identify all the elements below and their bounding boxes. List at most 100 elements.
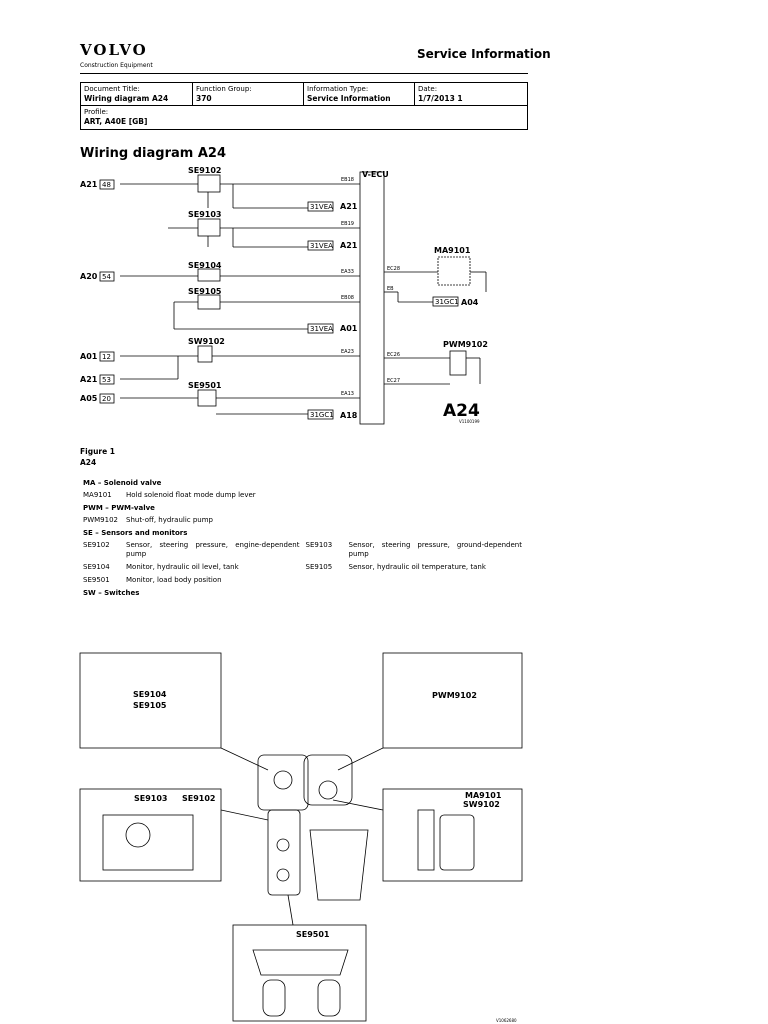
legend-code: SE9103 [305,541,333,549]
legend-category-se: SE – Sensors and monitors [83,529,188,537]
component-ma9101: MA9101 [434,246,471,255]
target-31vea-2-label: 31VEA [310,242,333,250]
legend-desc: Sensor, hydraulic oil temperature, tank [348,563,486,571]
legend-category-ma: MA – Solenoid valve [83,479,162,487]
switch-sw9102-box [197,345,213,363]
diagram-code: V1100199 [459,419,480,424]
ref-48: 48 [102,181,111,189]
ref-54-box [99,271,115,282]
legend-category-sw: SW – Switches [83,589,140,597]
target-a21-2: A21 [340,241,358,250]
target-31gc1-1 [307,409,334,420]
ref-a01: A01 [80,352,98,361]
figure-name: A24 [80,458,97,467]
detail-sketch-right [417,809,475,871]
component-pwm9102: PWM9102 [443,340,488,349]
machine-sketch [257,754,369,901]
pin-eb18: EB18 [341,177,354,183]
component-se9102: SE9102 [188,166,222,175]
legend-code: SE9501 [83,576,110,584]
date-label: Date: [418,85,438,93]
legend-code: PWM9102 [83,516,118,524]
ref-54: 54 [102,273,111,281]
legend-desc: Monitor, hydraulic oil level, tank [126,563,239,571]
ref-20: 20 [102,395,111,403]
target-31vea-1-label: 31VEA [310,203,333,211]
callout-label-se9501: SE9501 [296,930,330,939]
target-a01: A01 [340,324,358,333]
valve-pwm9102-box [449,350,467,376]
legend-row: SE9501 Monitor, load body position [83,576,528,585]
legend-desc: Hold solenoid float mode dump lever [126,491,256,499]
figure-label: Figure 1 [80,447,116,456]
vecu-box [359,171,385,425]
component-se9104: SE9104 [188,261,222,270]
legend-code: MA9101 [83,491,112,499]
ref-a21-3: A21 [80,375,98,384]
pin-eb08: EB08 [341,295,354,301]
ref-12-box [99,351,115,362]
callout-label-sw9102: SW9102 [463,800,500,809]
legend-row: PWM9102 Shut-off, hydraulic pump [83,516,528,525]
target-a21-1: A21 [340,202,358,211]
target-31gc1-2-label: 31GC1 [435,298,459,306]
target-31vea-2 [307,240,334,251]
profile-cell: Profile: ART, A40E [GB] [80,105,528,130]
service-info-heading: Service Information [417,47,551,61]
callout-box-ma9101-sw9102 [382,788,523,882]
function-group-cell: Function Group: 370 [192,82,304,106]
pin-eb19: EB19 [341,221,354,227]
component-se9103: SE9103 [188,210,222,219]
target-31vea-1 [307,201,334,212]
legend-row: SE9104 Monitor, hydraulic oil level, tan… [83,563,528,572]
volvo-logo: VOLVO [80,41,148,59]
info-type-value: Service Information [307,94,391,103]
target-a04: A04 [461,298,479,307]
function-group-value: 370 [196,94,212,103]
ref-53-box [99,374,115,385]
sensor-se9105-box [197,294,221,310]
callout-box-se9501 [232,924,367,1022]
pin-eb: EB [387,286,394,292]
pin-ec27: EC27 [387,378,400,384]
page-title: Wiring diagram A24 [80,146,226,161]
date-value: 1/7/2013 1 [418,94,463,103]
location-code: V1062680 [496,1018,517,1023]
legend-desc: Sensor, steering pressure, ground-depend… [348,541,523,558]
function-group-label: Function Group: [196,85,252,93]
component-se9105: SE9105 [188,287,222,296]
component-sw9102: SW9102 [188,337,225,346]
detail-sketch-bottom [252,949,349,1017]
diagram-big-label: A24 [443,401,480,421]
sensor-se9102-box [197,174,221,193]
target-31vea-3-label: 31VEA [310,325,333,333]
document-meta-table: Document Title: Wiring diagram A24 Funct… [80,82,528,130]
pin-ec26: EC26 [387,352,400,358]
sensor-se9104-box [197,268,221,282]
legend-category-pwm: PWM – PWM-valve [83,504,155,512]
callout-box-pwm9102 [382,652,523,749]
target-31vea-3 [307,323,334,334]
legend-desc: Monitor, load body position [126,576,222,584]
callout-box-se9103-se9102 [79,788,222,882]
callout-label-ma9101: MA9101 [465,791,502,800]
vecu-label: V-ECU [362,170,389,179]
doc-title-label: Document Title: [84,85,140,93]
info-type-cell: Information Type: Service Information [303,82,415,106]
component-location-figure: SE9104 SE9105 PWM9102 SE9103 SE9102 MA91… [79,652,523,1023]
target-a18: A18 [340,411,358,420]
date-cell: Date: 1/7/2013 1 [414,82,528,106]
component-legend: MA – Solenoid valve MA9101 Hold solenoid… [80,476,528,601]
wiring-diagram: V-ECU SE9102 A21 48 31VEA A21 EB18 SE910… [80,166,488,425]
pin-ea33: EA33 [341,269,354,275]
info-type-label: Information Type: [307,85,369,93]
ref-53: 53 [102,376,111,384]
legend-row: SE9102 Sensor, steering pressure, engine… [83,541,528,559]
header-rule [80,73,528,74]
legend-code: SE9104 [83,563,110,571]
doc-title-value: Wiring diagram A24 [84,94,169,103]
pin-ea13: EA13 [341,391,354,397]
solenoid-ma9101-box [437,256,471,286]
detail-sketch-left [102,814,194,871]
ref-a05: A05 [80,394,98,403]
